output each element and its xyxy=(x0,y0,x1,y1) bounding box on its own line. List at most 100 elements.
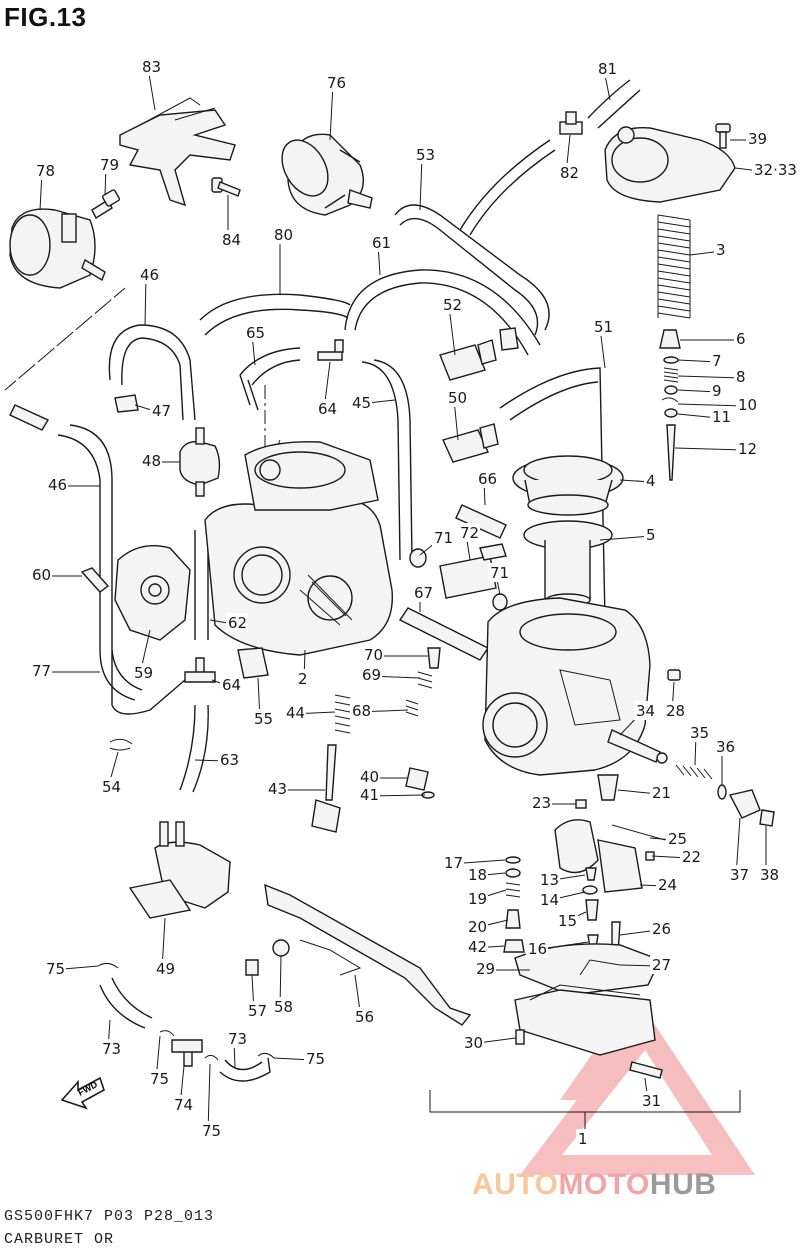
callout-bg-c73b xyxy=(226,1029,248,1048)
washer-58 xyxy=(272,939,290,957)
callout-bg-c35 xyxy=(688,723,710,742)
watermark-hub: HUB xyxy=(649,1168,717,1201)
clamp-55 xyxy=(237,647,269,679)
callout-c36: 36 xyxy=(716,738,735,756)
callout-bg-c20 xyxy=(466,917,488,936)
callout-c53: 53 xyxy=(416,146,435,164)
callout-c81: 81 xyxy=(598,60,617,78)
callout-c70: 70 xyxy=(364,646,383,664)
callout-c71b: 71 xyxy=(490,564,509,582)
leader-c10 xyxy=(677,403,745,407)
shaft-34 xyxy=(607,729,661,763)
cap-28 xyxy=(667,669,681,681)
callout-c67: 67 xyxy=(414,584,433,602)
callout-bg-c75b xyxy=(148,1069,170,1088)
callout-c47: 47 xyxy=(152,402,171,420)
tube-66 xyxy=(455,504,507,539)
fitting-64a xyxy=(317,339,344,361)
callout-c43: 43 xyxy=(268,780,287,798)
piston-part xyxy=(523,520,613,607)
callout-c11: 11 xyxy=(712,408,731,426)
callout-c73b: 73 xyxy=(228,1030,247,1048)
callout-c76: 76 xyxy=(327,74,346,92)
callout-bg-c50 xyxy=(446,388,468,407)
callout-bg-c52 xyxy=(441,295,463,314)
hose-73a xyxy=(99,977,153,1029)
callout-c75a: 75 xyxy=(46,960,65,978)
callout-bg-c55 xyxy=(252,709,274,728)
bracket-detail xyxy=(299,939,362,976)
callout-c3233: 32·33 xyxy=(754,161,797,179)
bolt-part xyxy=(91,189,121,220)
callout-bg-c75d xyxy=(200,1121,222,1140)
callout-bg-c68 xyxy=(350,701,372,720)
screw-39-part xyxy=(715,123,731,149)
callout-bg-c41 xyxy=(358,785,380,804)
callout-bg-c22 xyxy=(680,847,702,866)
callout-bg-c63 xyxy=(218,750,240,769)
filter-48-part xyxy=(179,427,221,497)
callout-bg-c17 xyxy=(442,853,464,872)
callout-bg-c4 xyxy=(644,471,657,490)
callout-bg-c47 xyxy=(150,401,172,420)
callout-bg-c71b xyxy=(488,563,510,582)
callout-c62: 62 xyxy=(228,614,247,632)
callout-bg-c40 xyxy=(358,767,380,786)
callout-bg-c79 xyxy=(98,155,120,174)
callout-bg-c75c xyxy=(304,1049,326,1068)
callout-bg-c25 xyxy=(666,829,688,848)
tee-fitting-52 xyxy=(439,339,497,381)
callout-c65: 65 xyxy=(246,324,265,342)
callout-c50: 50 xyxy=(448,389,467,407)
callout-c72: 72 xyxy=(460,524,479,542)
callout-c45: 45 xyxy=(352,394,371,412)
callout-bg-c54 xyxy=(100,777,122,796)
callout-c73a: 73 xyxy=(102,1040,121,1058)
callout-bg-c58 xyxy=(272,997,294,1016)
callout-c12: 12 xyxy=(738,440,757,458)
callout-c31: 31 xyxy=(642,1092,661,1110)
hose-62 xyxy=(194,530,209,640)
callout-c3: 3 xyxy=(716,241,726,259)
hose-51 xyxy=(499,367,606,621)
callout-c24: 24 xyxy=(658,876,677,894)
watermark-moto: MOTO xyxy=(558,1168,650,1201)
callout-c48: 48 xyxy=(142,452,161,470)
callout-c46b: 46 xyxy=(48,476,67,494)
callout-bg-c9 xyxy=(710,381,723,400)
fuel-filter-part xyxy=(281,133,373,216)
callout-c71a: 71 xyxy=(434,529,453,547)
callout-c75d: 75 xyxy=(202,1122,221,1140)
callout-bg-c49 xyxy=(154,959,176,978)
hose-73b xyxy=(219,1057,271,1082)
guide-line xyxy=(4,287,126,391)
callout-bg-c28 xyxy=(664,701,686,720)
callout-bg-c18 xyxy=(466,865,488,884)
fitting-47 xyxy=(114,394,139,413)
callout-bg-c45 xyxy=(350,393,372,412)
callout-c5: 5 xyxy=(646,526,656,544)
callout-bg-c26 xyxy=(650,919,672,938)
jet-parts xyxy=(503,856,621,956)
callout-c40: 40 xyxy=(360,768,379,786)
hose-53 xyxy=(394,204,550,336)
callout-c38: 38 xyxy=(760,866,779,884)
callout-bg-c3233 xyxy=(752,160,800,179)
callout-c26: 26 xyxy=(652,920,671,938)
callout-bg-c36 xyxy=(714,737,736,756)
callout-c64b: 64 xyxy=(222,676,241,694)
screw-part xyxy=(211,177,241,197)
callout-bg-c69 xyxy=(360,665,382,684)
callout-c58: 58 xyxy=(274,998,293,1016)
screw-31 xyxy=(629,1061,663,1079)
callout-c7: 7 xyxy=(712,352,722,370)
callout-c16: 16 xyxy=(528,940,547,958)
callout-bg-c76 xyxy=(325,73,347,92)
callout-bg-c13 xyxy=(538,870,560,889)
bolt-57 xyxy=(245,959,259,976)
callout-bg-c71a xyxy=(432,528,454,547)
callout-c64a: 64 xyxy=(318,400,337,418)
